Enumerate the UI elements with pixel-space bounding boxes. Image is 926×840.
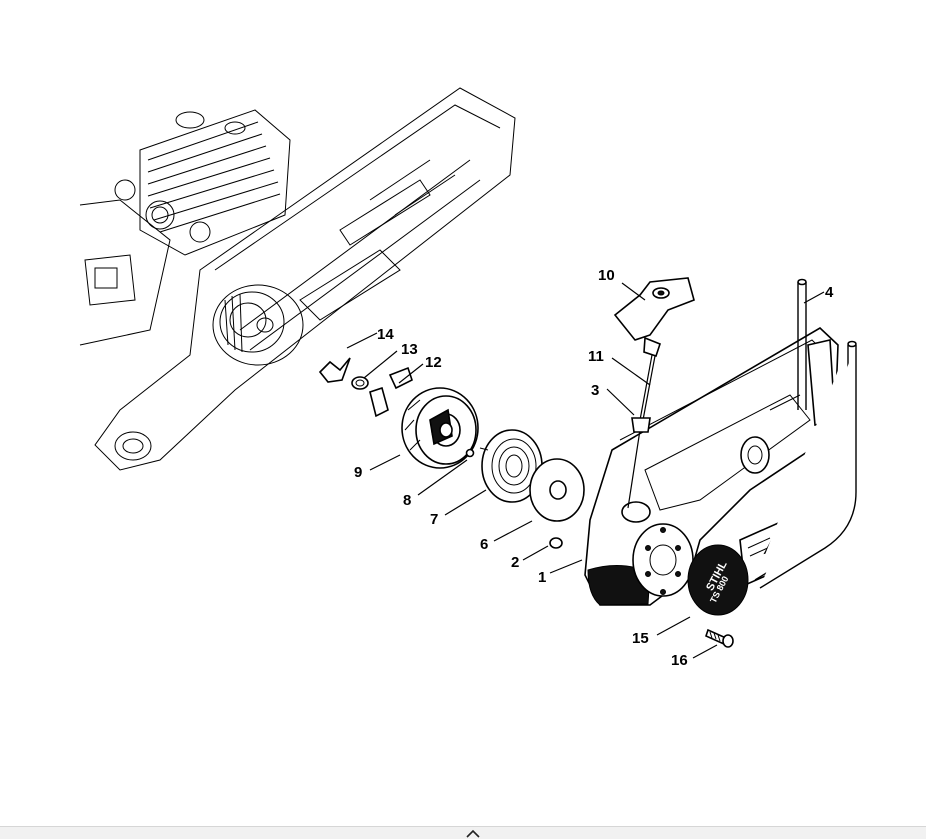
part-8-screw — [465, 448, 475, 458]
callout-16: 16 — [671, 652, 688, 669]
part-2-bushing — [549, 537, 563, 549]
bottom-toolbar — [0, 826, 926, 839]
part-10-starter-grip — [613, 277, 695, 358]
chevron-up-icon[interactable] — [463, 827, 483, 840]
part-12-pawl — [369, 366, 413, 418]
callout-8: 8 — [403, 492, 411, 509]
callout-2: 2 — [511, 554, 519, 571]
callout-12: 12 — [425, 354, 442, 371]
part-1-fan-housing — [584, 327, 839, 606]
part-15-badge: STIHL TS 800 — [687, 544, 749, 616]
callout-11: 11 — [588, 348, 604, 365]
part-16-screw — [705, 628, 734, 648]
callout-7: 7 — [430, 511, 438, 528]
part-7-rewind-spring — [479, 429, 543, 503]
callout-1: 1 — [538, 569, 546, 586]
callout-13: 13 — [401, 341, 418, 358]
part-11-starter-rope — [627, 354, 656, 509]
callout-labels: 14 13 12 9 8 7 6 2 1 3 11 10 6 4 15 16 — [354, 267, 834, 669]
part-6-washer-disc — [529, 458, 585, 522]
saw-body-illustration — [79, 87, 516, 471]
part-4-tube — [754, 278, 857, 589]
part-3-grommet — [631, 417, 651, 433]
callout-14: 14 — [377, 326, 394, 343]
callout-9: 9 — [354, 464, 362, 481]
part-13-washer — [351, 376, 369, 390]
leader-lines — [346, 282, 825, 659]
callout-4-label: 4 — [825, 284, 834, 301]
part-14-spring-clip — [318, 357, 351, 383]
callout-6: 6 — [480, 536, 488, 553]
callout-3: 3 — [591, 382, 599, 399]
callout-15: 15 — [632, 630, 649, 647]
callout-10: 10 — [598, 267, 615, 284]
part-9-rope-rotor — [401, 387, 479, 469]
